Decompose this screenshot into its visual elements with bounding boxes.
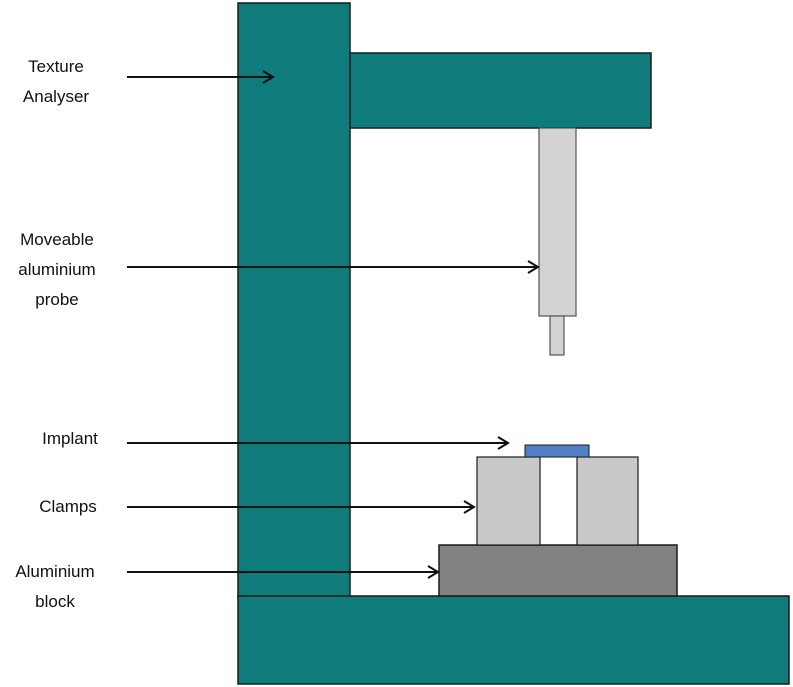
aluminium-block — [438, 544, 678, 597]
probe-tip — [549, 315, 565, 356]
analyser-column — [237, 2, 351, 599]
label-line: Implant — [42, 429, 98, 448]
label-line: block — [35, 592, 75, 611]
label-line: Analyser — [22, 87, 90, 106]
clamp-left — [476, 456, 541, 546]
implant — [524, 444, 590, 458]
probe-body — [538, 127, 577, 317]
label-probe: Moveable aluminium probe — [2, 225, 112, 315]
label-texture-analyser: Texture Analyser — [6, 52, 106, 112]
clamp-right — [576, 456, 639, 546]
label-implant: Implant — [20, 424, 120, 454]
label-line: Aluminium — [15, 562, 95, 581]
label-clamps: Clamps — [18, 492, 118, 522]
analyser-arm — [349, 52, 652, 129]
label-line: Texture — [28, 57, 84, 76]
label-line: aluminium — [18, 260, 96, 279]
analyser-base — [237, 595, 790, 685]
label-aluminium-block: Aluminium block — [0, 557, 110, 617]
label-line: probe — [35, 290, 79, 309]
label-line: Clamps — [39, 497, 97, 516]
label-line: Moveable — [20, 230, 94, 249]
